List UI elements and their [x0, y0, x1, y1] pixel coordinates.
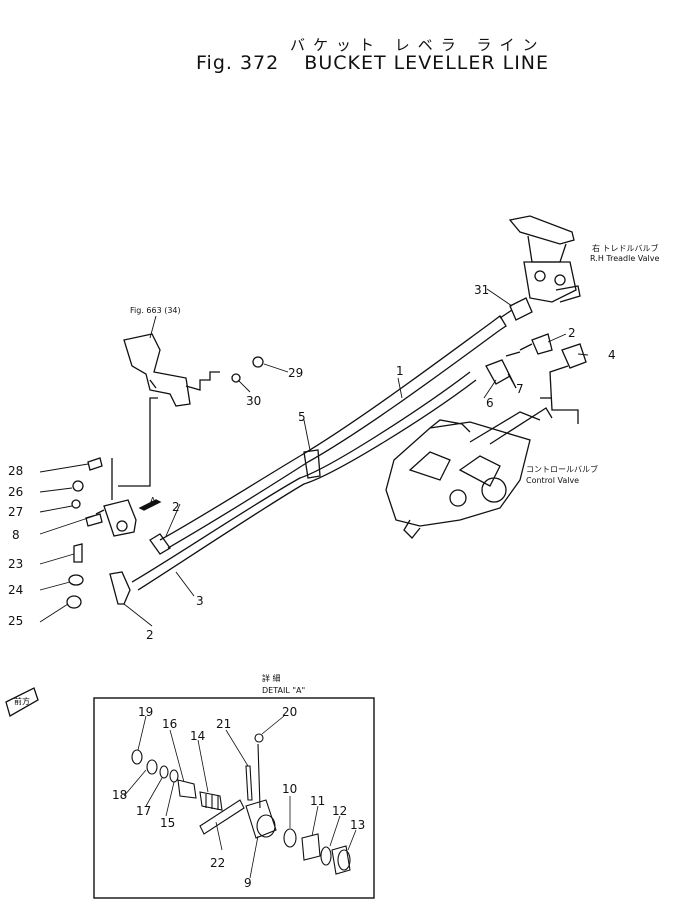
callout-22: 22 — [210, 856, 226, 870]
figure-title-english: BUCKET LEVELLER LINE — [304, 52, 550, 74]
callout-23: 23 — [8, 557, 24, 571]
figure-title: Fig. 372 BUCKET LEVELLER LINE — [196, 52, 549, 74]
callout-5: 5 — [298, 410, 306, 424]
elbow-2-drawing — [519, 333, 553, 355]
detail-jp-label: 詳 細 — [262, 674, 281, 683]
callout-11: 11 — [310, 794, 326, 808]
control-valve-jp-label: コントロールバルブ — [526, 465, 598, 474]
callout-18: 18 — [112, 788, 128, 802]
callout-7: 7 — [516, 382, 524, 396]
detail-a-frame — [93, 697, 375, 899]
callout-2-mid: 2 — [172, 500, 180, 514]
washer-27-drawing — [71, 499, 81, 509]
treadle-valve-label: R.H Treadle Valve — [590, 254, 660, 263]
callout-8: 8 — [12, 528, 20, 542]
callout-1: 1 — [396, 364, 404, 378]
callout-28: 28 — [8, 464, 24, 478]
arrow-a-label: A — [150, 496, 156, 505]
valve-a-drawing — [85, 499, 137, 537]
callout-12: 12 — [332, 804, 348, 818]
callout-25: 25 — [8, 614, 24, 628]
fitting-4-drawing — [549, 343, 587, 424]
callout-17: 17 — [136, 804, 152, 818]
control-valve-label: Control Valve — [526, 476, 580, 485]
clamp-6-7-drawing — [485, 351, 521, 389]
callout-27: 27 — [8, 505, 24, 519]
treadle-valve-drawing — [508, 215, 581, 303]
bush-24-drawing — [68, 574, 84, 586]
hose-1-drawing — [299, 315, 507, 463]
callout-19: 19 — [138, 705, 154, 719]
callout-2: 2 — [568, 326, 576, 340]
detail-leader-lines — [123, 715, 357, 879]
front-marker-drawing — [5, 687, 39, 717]
treadle-valve-jp-label: 右 トレドルバルブ — [592, 244, 659, 253]
callout-4: 4 — [608, 348, 616, 362]
title-japanese: バケット レベラ ライン — [290, 36, 546, 54]
fig-reference-label: Fig. 663 (34) — [130, 306, 181, 315]
bolt-28-drawing — [87, 457, 103, 471]
bolt-23-drawing — [73, 543, 83, 563]
front-marker-label: 前方 — [14, 697, 30, 706]
callout-15: 15 — [160, 816, 176, 830]
callout-30: 30 — [246, 394, 262, 408]
callout-13: 13 — [350, 818, 366, 832]
nut-26-drawing — [72, 480, 84, 492]
callout-21: 21 — [216, 717, 232, 731]
callout-2-low: 2 — [146, 628, 154, 642]
detail-a-label: DETAIL "A" — [262, 686, 306, 695]
clip-5-drawing — [303, 449, 321, 479]
hose-3-drawing — [109, 371, 477, 605]
callout-29: 29 — [288, 366, 304, 380]
washer-30-drawing — [231, 373, 241, 383]
callout-31: 31 — [474, 283, 490, 297]
nut-29-drawing — [252, 356, 264, 368]
fitting-31-drawing — [499, 297, 533, 321]
detail-a-parts — [131, 733, 351, 875]
callout-20: 20 — [282, 705, 298, 719]
leader-lines — [39, 288, 589, 627]
figure-number: Fig. 372 — [196, 52, 280, 74]
callout-24: 24 — [8, 583, 24, 597]
callout-26: 26 — [8, 485, 24, 499]
bush-25-drawing — [66, 595, 82, 609]
lever-bracket-drawing — [111, 333, 220, 500]
arrow-a-drawing — [138, 499, 162, 511]
callout-6: 6 — [486, 396, 494, 410]
callout-3: 3 — [196, 594, 204, 608]
control-valve-drawing — [385, 397, 553, 539]
callout-14: 14 — [190, 729, 206, 743]
callout-16: 16 — [162, 717, 178, 731]
callout-10: 10 — [282, 782, 298, 796]
callout-9: 9 — [244, 876, 252, 890]
